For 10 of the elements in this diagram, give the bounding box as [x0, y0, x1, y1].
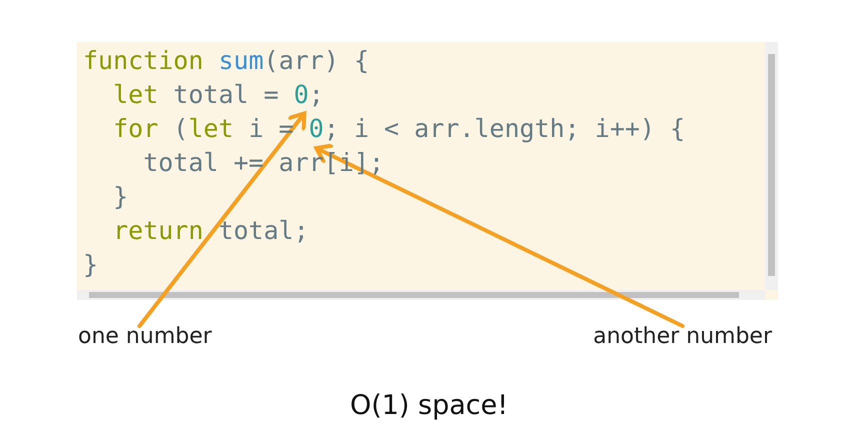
code-line: let total = 0;: [113, 78, 324, 112]
annotation-label: another number: [593, 324, 772, 349]
arrow: [138, 111, 306, 328]
code-line: }: [113, 181, 128, 213]
arrow: [314, 143, 685, 328]
code-line: }: [83, 249, 98, 281]
annotation-label: one number: [78, 324, 212, 349]
code-line: function sum(arr) {: [83, 45, 369, 77]
code-line: return total;: [113, 215, 309, 247]
caption: O(1) space!: [348, 390, 510, 421]
